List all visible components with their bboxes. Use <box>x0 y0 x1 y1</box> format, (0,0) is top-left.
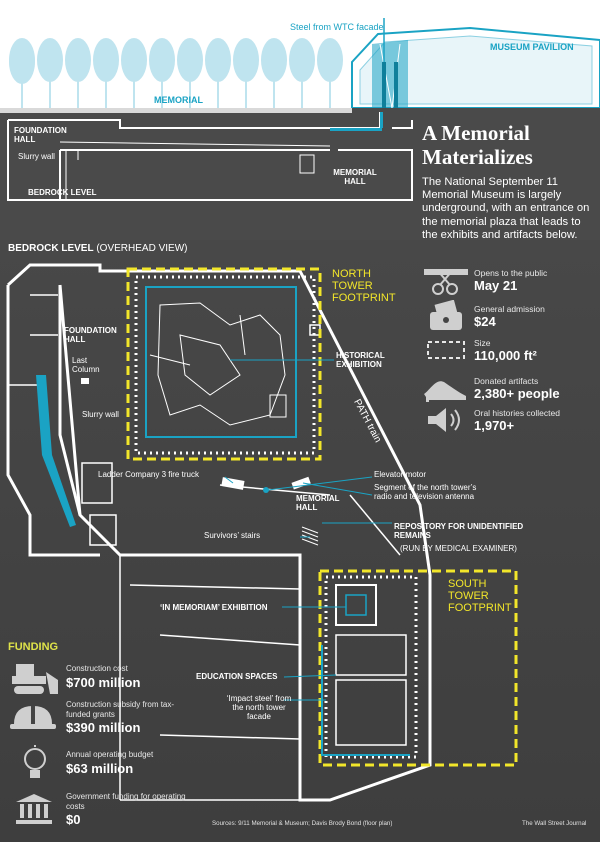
last-column-label: Last Column <box>72 356 100 374</box>
historical-exhibition-label: HISTORICAL EXHIBITION <box>336 351 385 369</box>
plan-heading-bold: BEDROCK LEVEL <box>8 243 94 254</box>
bedrock-level-section-label: BEDROCK LEVEL <box>28 188 97 197</box>
stat-value: $24 <box>474 314 496 329</box>
south-footprint-label: SOUTH TOWER FOOTPRINT <box>448 578 512 614</box>
slurry-wall-highlight <box>36 375 76 527</box>
funding-value: $700 million <box>66 675 141 690</box>
survivors-stairs-label: Survivors’ stairs <box>204 531 261 540</box>
steel-label: Steel from WTC facade <box>290 22 384 32</box>
antenna-segment-label: Segment of the north tower’s radio and t… <box>374 483 477 501</box>
ladder-company-label: Ladder Company 3 fire truck <box>98 470 199 479</box>
page-title: A Memorial Materializes <box>422 121 533 169</box>
lightbulb-icon <box>24 745 46 778</box>
memorial-label: MEMORIAL <box>154 95 203 105</box>
sources-note: Sources: 9/11 Memorial & Museum; Davis B… <box>212 820 393 827</box>
floor-plan-drawing <box>6 263 518 802</box>
last-column-marker <box>81 378 89 384</box>
stat-label: General admission <box>474 304 545 314</box>
stat-value: 2,380+ people <box>474 386 560 401</box>
ticket-wallet-icon <box>430 300 462 330</box>
stat-value: 1,970+ <box>474 418 515 433</box>
funding-label: Construction cost <box>66 664 128 673</box>
slurry-wall-section-label: Slurry wall <box>18 152 55 161</box>
memorial-hall-plan-label: MEMORIAL HALL <box>296 494 340 512</box>
intro-paragraph: The National September 11 Memorial Museu… <box>422 176 590 241</box>
north-footprint-label: NORTH TOWER FOOTPRINT <box>332 268 396 304</box>
impact-steel-label: ‘Impact steel’ from the north tower faca… <box>226 694 292 721</box>
south-footprint-outline <box>318 569 518 767</box>
stat-label: Opens to the public <box>474 268 548 278</box>
stat-label: Donated artifacts <box>474 376 539 386</box>
education-spaces-label: EDUCATION SPACES <box>196 672 278 681</box>
cross-section-drawing <box>0 18 600 240</box>
area-outline-icon <box>427 341 465 359</box>
plan-heading-rest: (OVERHEAD VIEW) <box>96 243 188 254</box>
funding-label: Construction subsidy from tax-funded gra… <box>66 700 175 719</box>
funding-value: $0 <box>66 812 81 827</box>
museum-pavilion-drawing <box>351 18 600 109</box>
funding-value: $63 million <box>66 761 134 776</box>
elevator-motor-dot <box>263 487 269 493</box>
stat-label: Size <box>474 338 491 348</box>
funding-label: Annual operating budget <box>66 750 154 759</box>
elevator-motor-label: Elevator motor <box>374 470 427 479</box>
repository-note: (RUN BY MEDICAL EXAMINER) <box>400 544 517 553</box>
funding-heading: FUNDING <box>8 641 59 653</box>
funding-value: $390 million <box>66 720 141 735</box>
foundation-hall-plan-label: FOUNDATION HALL <box>64 326 117 344</box>
foundation-hall-section-label: FOUNDATION HALL <box>14 126 67 144</box>
museum-pavilion-label: MUSEUM PAVILION <box>490 42 574 52</box>
memorial-hall-section-label: MEMORIAL HALL <box>333 168 377 186</box>
in-memoriam-label: ‘IN MEMORIAM’ EXHIBITION <box>160 603 268 612</box>
plan-walls <box>6 263 432 802</box>
stat-label: Oral histories collected <box>474 408 560 418</box>
shoe-icon <box>424 381 466 402</box>
slurry-wall-plan-label: Slurry wall <box>82 410 119 419</box>
speaker-icon <box>428 408 460 432</box>
ribbon-scissors-icon <box>424 269 468 295</box>
publication-credit: The Wall Street Journal <box>522 820 587 827</box>
funding-label: Government funding for operating costs <box>66 792 186 811</box>
fire-truck-shape <box>221 477 245 490</box>
survivors-stairs-shape <box>301 526 319 546</box>
bulldozer-icon <box>12 664 58 694</box>
hard-hat-icon <box>10 706 56 729</box>
stat-value: May 21 <box>474 278 518 293</box>
north-footprint-outline <box>126 267 322 461</box>
repository-label: REPOSITORY FOR UNIDENTIFIED REMAINS <box>394 522 524 540</box>
government-building-icon <box>16 794 52 824</box>
stat-value: 110,000 ft² <box>474 348 537 363</box>
antenna-shape <box>291 476 311 490</box>
plan-heading: BEDROCK LEVEL (OVERHEAD VIEW) <box>8 243 187 254</box>
